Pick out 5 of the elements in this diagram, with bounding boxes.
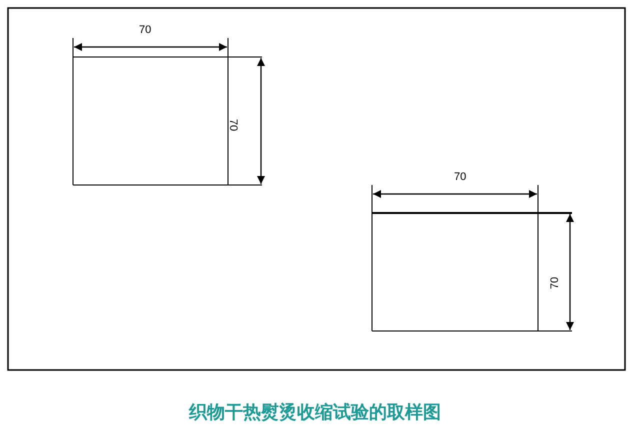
caption: 织物干热熨烫收缩试验的取样图 — [188, 401, 442, 424]
dimension-label: 70 — [227, 118, 240, 132]
dimension-label: 70 — [454, 171, 466, 183]
dimension-label: 70 — [549, 276, 562, 290]
dimension-label: 70 — [139, 24, 152, 36]
